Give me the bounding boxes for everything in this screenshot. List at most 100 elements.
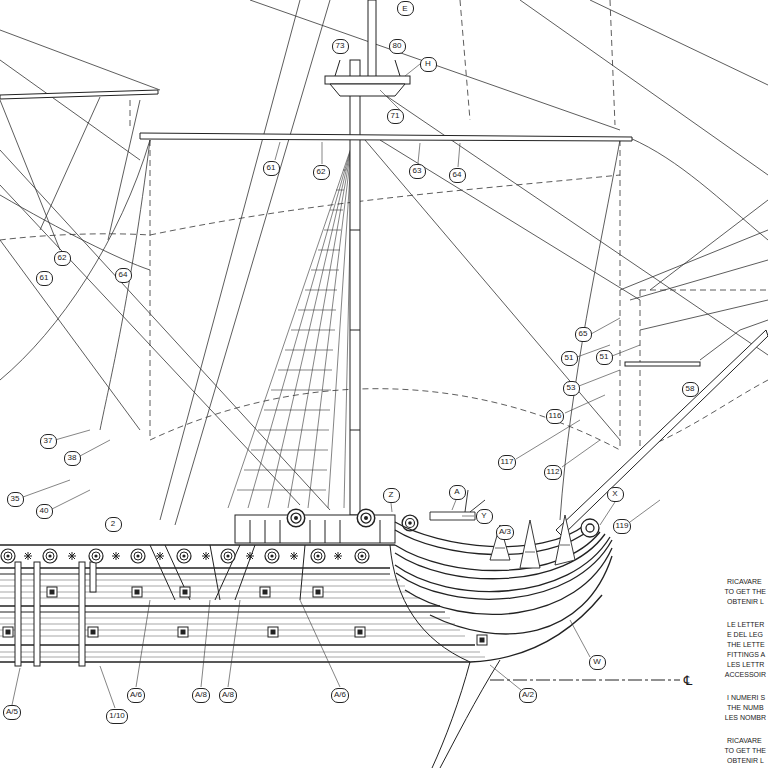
- rigging-lines-part: [620, 230, 768, 290]
- note-text: RICAVARE: [727, 737, 762, 745]
- gunports-part: [260, 587, 270, 597]
- hull-part-part: [0, 618, 450, 619]
- leader-lines-part: [52, 490, 90, 509]
- rosettes-part: [202, 552, 210, 560]
- hull-part: [0, 544, 395, 545]
- leader-lines-part: [405, 64, 420, 76]
- callout-number: 40: [36, 504, 53, 519]
- note-text: THE NUMB: [727, 704, 764, 712]
- rigging-lines-part: [640, 300, 768, 330]
- rigging-lines-part: [0, 240, 140, 430]
- callout-number: 62: [313, 165, 330, 180]
- rosettes-part: [290, 552, 298, 560]
- rigging-lines-part: [590, 0, 768, 85]
- sail-outline-part: [620, 140, 621, 450]
- callout-number: 51: [561, 351, 578, 366]
- beakhead-part: [430, 512, 475, 520]
- callout-number: A: [449, 485, 466, 500]
- callout-number: 37: [40, 434, 57, 449]
- leader-lines-part: [100, 666, 115, 708]
- leader-lines-part: [228, 600, 240, 687]
- rosettes-part: [24, 552, 32, 560]
- mast-and-yards-part: [368, 0, 376, 80]
- callout-number: 80: [389, 39, 406, 54]
- callout-number: Z: [383, 488, 400, 503]
- callout-number: 116: [546, 409, 565, 424]
- hull-part-part: [0, 598, 420, 599]
- callout-number: W: [589, 655, 606, 670]
- hull-part: [0, 567, 390, 568]
- note-text: RICAVARE: [727, 578, 762, 586]
- leader-lines-part: [612, 345, 640, 356]
- mast-and-yards-part: [556, 330, 768, 536]
- leader-lines-part: [136, 600, 150, 687]
- note-text: TO GET THE: [724, 747, 766, 755]
- note-text: LES LETTR: [727, 661, 764, 669]
- sail-outline-part: [150, 140, 151, 440]
- callout-number: A/2: [519, 688, 537, 703]
- rigging-lines-part: [560, 140, 620, 520]
- callout-number: 53: [563, 381, 580, 396]
- leader-lines-part: [570, 620, 590, 657]
- hull-part-part: [0, 657, 485, 658]
- rosettes-part: [402, 515, 418, 531]
- note-text: FITTINGS A: [727, 651, 765, 659]
- hull-part: [150, 545, 305, 600]
- rosettes-part: [311, 549, 325, 563]
- rigging-lines-part: [40, 97, 100, 230]
- sail-outline: [0, 0, 768, 450]
- callout-number: 64: [115, 268, 132, 283]
- callout-number: 73: [332, 39, 349, 54]
- rosettes-part: [43, 549, 57, 563]
- beakhead-part: [586, 524, 594, 532]
- hull: [0, 515, 680, 768]
- shroud-net-part: [328, 145, 352, 508]
- leader-lines-part: [490, 665, 521, 690]
- shroud-net-part: [268, 145, 352, 508]
- rosettes-part: [1, 549, 15, 563]
- leader-lines-part: [275, 142, 280, 160]
- rosettes-part: [131, 549, 145, 563]
- leader-lines: [12, 64, 660, 708]
- rigging-lines-part: [160, 0, 300, 520]
- rosettes-part: [68, 552, 76, 560]
- leader-lines-part: [80, 440, 110, 456]
- hull-part: [90, 562, 96, 592]
- shroud-net: [228, 145, 352, 508]
- rigging-lines-part: [0, 100, 60, 250]
- hull-part: [0, 612, 445, 613]
- rosettes-part: [221, 549, 235, 563]
- centerline-symbol: ℄: [683, 674, 693, 687]
- hull-part: [79, 562, 85, 666]
- mast-and-yards-part: [335, 60, 340, 76]
- hull-part: [0, 595, 602, 662]
- rigging-lines-part: [650, 200, 768, 290]
- leader-lines-part: [380, 90, 400, 110]
- note-text: THE LETTE: [727, 641, 765, 649]
- leader-lines-part: [516, 420, 580, 459]
- shroud-net-part: [308, 145, 352, 508]
- leader-lines-part: [23, 480, 70, 497]
- callout-number: 35: [7, 492, 24, 507]
- callout-number: 64: [449, 168, 466, 183]
- sail-outline-part: [640, 290, 641, 450]
- rosettes-part: [357, 509, 375, 527]
- rosettes-part: [112, 552, 120, 560]
- callout-number: 112: [544, 465, 563, 480]
- hull-part-part: [0, 630, 460, 631]
- hull-part-part: [0, 652, 480, 653]
- note-text: E DEL LEG: [727, 631, 763, 639]
- mast-and-yards-part: [350, 430, 360, 431]
- mast-and-yards-part: [625, 362, 700, 366]
- sail-outline-part: [0, 234, 150, 240]
- hull-part: [0, 580, 485, 657]
- callout-number: A/3: [496, 525, 514, 540]
- mast-and-yards-part: [0, 90, 158, 99]
- sail-outline-part: [610, 0, 615, 125]
- callout-number: 58: [682, 382, 699, 397]
- note-text: LES NOMBR: [725, 714, 766, 722]
- leader-lines-part: [201, 600, 210, 687]
- hull-part-part: [0, 580, 400, 581]
- hull-part-part: [0, 592, 410, 593]
